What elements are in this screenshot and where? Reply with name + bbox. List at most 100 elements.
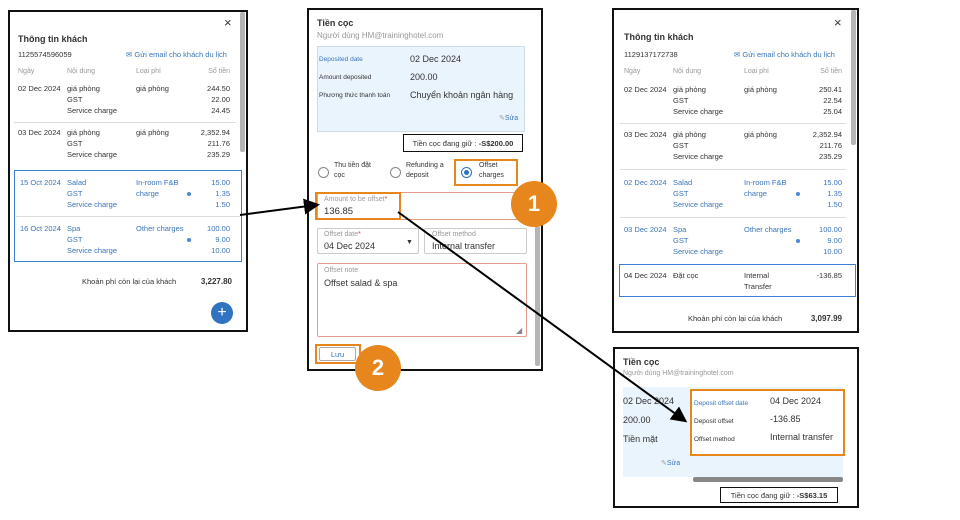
- scrollbar[interactable]: [535, 226, 540, 366]
- email-link-label: Gửi email cho khách du lịch: [134, 50, 227, 59]
- col-content-header: Nội dung: [67, 68, 96, 75]
- row-item: Service charge: [673, 200, 724, 209]
- divider: [620, 169, 846, 170]
- panel-title: Thông tin khách: [624, 32, 694, 42]
- row-amount: 9.00: [215, 235, 230, 244]
- guest-info-panel-after: × Thông tin khách 1129137172738 ✉ Gửi em…: [612, 8, 859, 333]
- caret-down-icon[interactable]: ▼: [406, 239, 413, 246]
- edit-label: Sửa: [666, 460, 681, 467]
- row-item: GST: [673, 96, 689, 105]
- mail-icon: ✉: [126, 50, 133, 59]
- row-amount: 22.00: [211, 95, 230, 104]
- radio-label: Offset charges: [479, 162, 504, 179]
- offset-info-box: [690, 389, 845, 456]
- step-badge-1: 1: [511, 181, 557, 227]
- offset-note-textarea[interactable]: [317, 263, 527, 337]
- info-value: 04 Dec 2024: [770, 396, 822, 406]
- row-item: Service charge: [67, 200, 118, 209]
- amount-label-text: Amount to be offset: [324, 196, 385, 203]
- offset-method-label: Offset method: [432, 231, 476, 238]
- panel-title: Thông tin khách: [18, 34, 88, 44]
- row-amount: -136.85: [816, 271, 842, 280]
- horizontal-scrollbar[interactable]: [693, 477, 843, 482]
- row-amount: 100.00: [207, 224, 230, 233]
- offset-info-highlight: [690, 389, 845, 456]
- row-amount: 211.76: [207, 139, 230, 148]
- row-type: Internal Transfer: [744, 271, 772, 291]
- offset-charges-highlight: [454, 159, 518, 186]
- edit-label: Sửa: [504, 115, 519, 122]
- selected-charges-box: [14, 170, 242, 262]
- col-amount-header: Số tiền: [820, 68, 842, 75]
- info-label: Amount deposited: [319, 74, 372, 81]
- row-item: Service charge: [67, 106, 118, 115]
- row-item: Service charge: [673, 107, 724, 116]
- row-amount: 1.35: [827, 189, 842, 198]
- email-link[interactable]: ✉ Gửi email cho khách du lịch: [126, 49, 227, 60]
- offset-note-label: Offset note: [324, 267, 359, 274]
- col-type-header: Loại phí: [744, 68, 769, 75]
- held-label: Tiền cọc đang giữ :: [730, 490, 795, 500]
- radio-refund-deposit[interactable]: [390, 167, 401, 178]
- panel-title: Tiền cọc: [317, 18, 354, 28]
- divider: [16, 216, 240, 217]
- remaining-label: Khoản phí còn lại của khách: [688, 314, 783, 323]
- info-value: Chuyển khoản ngân hàng: [410, 90, 514, 100]
- row-amount: 1.50: [827, 200, 842, 209]
- scrollbar[interactable]: [851, 10, 856, 145]
- row-type: Other charges: [744, 225, 792, 234]
- close-icon[interactable]: ×: [224, 15, 232, 30]
- resize-handle-icon[interactable]: ◢: [516, 326, 523, 335]
- row-amount: 235.29: [207, 150, 230, 159]
- row-item: giá phòng: [673, 130, 706, 139]
- deposit-date: 02 Dec 2024: [623, 396, 675, 406]
- phone-number: 1129137172738: [624, 50, 678, 59]
- row-amount: 211.76: [819, 141, 842, 150]
- row-item: Spa: [67, 224, 81, 233]
- status-dot: [187, 192, 191, 196]
- info-label: Deposited date: [319, 56, 363, 63]
- arrow-to-amount: [239, 198, 320, 216]
- status-dot: [796, 239, 800, 243]
- row-type: giá phòng: [744, 85, 777, 94]
- radio-collect-deposit[interactable]: [318, 167, 329, 178]
- remaining-value: 3,097.99: [810, 314, 842, 323]
- row-item: giá phòng: [673, 85, 706, 94]
- save-button[interactable]: Lưu: [319, 347, 356, 361]
- status-dot: [796, 192, 800, 196]
- add-button[interactable]: +: [211, 302, 233, 324]
- mail-icon: ✉: [734, 50, 741, 59]
- row-amount: 22.54: [823, 96, 842, 105]
- row-amount: 10.00: [823, 247, 842, 256]
- col-amount-header: Số tiền: [208, 68, 230, 75]
- row-amount: 15.00: [211, 178, 230, 187]
- close-icon[interactable]: ×: [834, 15, 842, 30]
- row-item: giá phòng: [67, 128, 100, 137]
- remaining-value: 3,227.80: [200, 277, 232, 286]
- panel-subtitle: Người dùng HM@traininghotel.com: [623, 370, 734, 377]
- divider: [620, 217, 846, 218]
- row-amount: 100.00: [819, 225, 842, 234]
- held-deposit-box: Tiền cọc đang giữ : -S$63.15: [720, 487, 838, 503]
- row-date: 16 Oct 2024: [20, 224, 61, 233]
- pencil-icon: ✎: [499, 115, 505, 122]
- row-amount: 244.50: [207, 84, 230, 93]
- info-value: 02 Dec 2024: [410, 54, 462, 64]
- radio-offset-charges[interactable]: [461, 167, 472, 178]
- info-label: Phương thức thanh toán: [319, 92, 391, 99]
- held-label: Tiền cọc đang giữ :: [412, 138, 477, 148]
- edit-link[interactable]: ✎Sửa: [499, 113, 518, 124]
- row-date: 02 Dec 2024: [624, 178, 667, 187]
- info-value: 200.00: [410, 72, 438, 82]
- panel-title: Tiền cọc: [623, 357, 660, 367]
- email-link[interactable]: ✉ Gửi email cho khách du lịch: [734, 49, 835, 60]
- radio-label: Refunding a deposit: [406, 162, 444, 179]
- row-item: Đặt cọc: [673, 271, 699, 280]
- edit-link[interactable]: ✎Sửa: [661, 458, 680, 469]
- amount-value: 136.85: [324, 206, 354, 217]
- scrollbar[interactable]: [240, 12, 245, 152]
- divider: [14, 122, 236, 123]
- row-item: Service charge: [67, 150, 118, 159]
- row-amount: 24.45: [211, 106, 230, 115]
- row-item: GST: [673, 189, 689, 198]
